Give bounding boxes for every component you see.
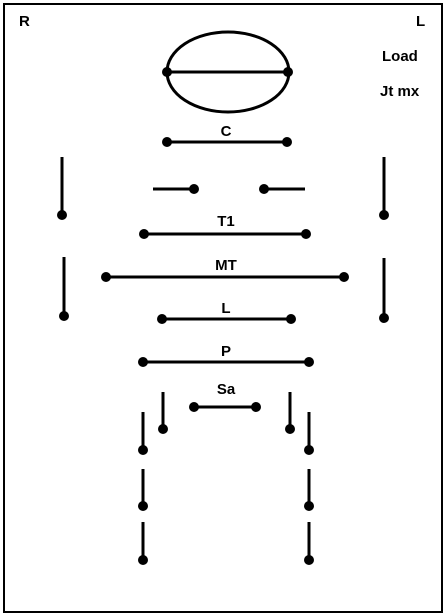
cervical-joint-left bbox=[282, 137, 292, 147]
sacrum-joint-left bbox=[251, 402, 261, 412]
shoulder-right-joint bbox=[189, 184, 199, 194]
head-left-joint bbox=[162, 67, 172, 77]
pelvis-label: P bbox=[221, 343, 231, 360]
mid-thoracic-joint-left bbox=[339, 272, 349, 282]
cervical-joint-right bbox=[162, 137, 172, 147]
head-right-joint bbox=[283, 67, 293, 77]
joint-max-label: Jt mx bbox=[380, 83, 420, 100]
cervical-label: C bbox=[221, 123, 232, 140]
hip-left-joint bbox=[285, 424, 295, 434]
thoracic-upper-label: T1 bbox=[217, 213, 235, 230]
ankle-right-joint bbox=[138, 501, 148, 511]
thoracic-upper-joint-right bbox=[139, 229, 149, 239]
elbow-right-joint bbox=[57, 210, 67, 220]
hip-right-joint bbox=[158, 424, 168, 434]
wrist-left-joint bbox=[379, 313, 389, 323]
pelvis-joint-left bbox=[304, 357, 314, 367]
elbow-left-joint bbox=[379, 210, 389, 220]
left-side-label: L bbox=[416, 13, 425, 30]
thoracic-upper-joint-left bbox=[301, 229, 311, 239]
lumbar-joint-left bbox=[286, 314, 296, 324]
load-label: Load bbox=[382, 48, 418, 65]
ankle-left-joint bbox=[304, 501, 314, 511]
pelvis-joint-right bbox=[138, 357, 148, 367]
sacrum-label: Sa bbox=[217, 381, 236, 398]
mid-thoracic-joint-right bbox=[101, 272, 111, 282]
knee-right-joint bbox=[138, 445, 148, 455]
knee-left-joint bbox=[304, 445, 314, 455]
mid-thoracic-label: MT bbox=[215, 257, 237, 274]
sacrum-joint-right bbox=[189, 402, 199, 412]
lumbar-label: L bbox=[221, 300, 230, 317]
diagram-frame bbox=[3, 3, 443, 613]
right-side-label: R bbox=[19, 13, 30, 30]
lumbar-joint-right bbox=[157, 314, 167, 324]
shoulder-left-joint bbox=[259, 184, 269, 194]
toe-right-joint bbox=[138, 555, 148, 565]
toe-left-joint bbox=[304, 555, 314, 565]
wrist-right-joint bbox=[59, 311, 69, 321]
